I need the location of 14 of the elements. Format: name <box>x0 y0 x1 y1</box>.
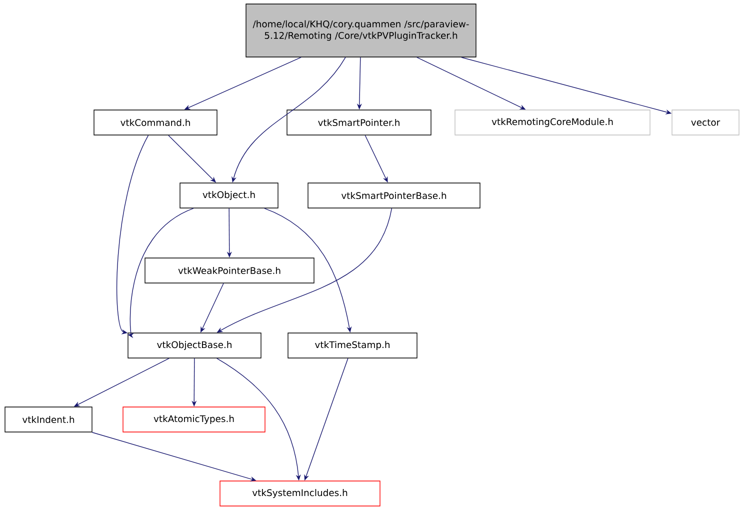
arrow <box>116 135 149 334</box>
header-box: vtkSmartPointerBase.h <box>308 182 480 208</box>
header-box: vtkWeakPointerBase.h <box>144 258 314 284</box>
header-box: vtkTimeStamp.h <box>288 332 418 358</box>
header-box: vtkObjectBase.h <box>128 332 262 358</box>
header-box: vtkSmartPointer.h <box>286 110 432 136</box>
header-box: vtkObject.h <box>180 182 278 208</box>
truncated-header-box: vtkAtomicTypes.h <box>122 406 266 432</box>
header-box: vtkIndent.h <box>4 406 92 432</box>
truncated-header-box: vtkSystemIncludes.h <box>220 480 380 506</box>
external-header-box: vector <box>672 110 740 136</box>
external-header-box: vtkRemotingCoreModule.h <box>454 110 650 136</box>
current-file-box: /home/local/KHQ/cory.quammen /src/paraview-5.12/Remoting /Core/vtkPVPluginTracker.h <box>246 4 476 58</box>
header-box: vtkCommand.h <box>94 110 218 136</box>
